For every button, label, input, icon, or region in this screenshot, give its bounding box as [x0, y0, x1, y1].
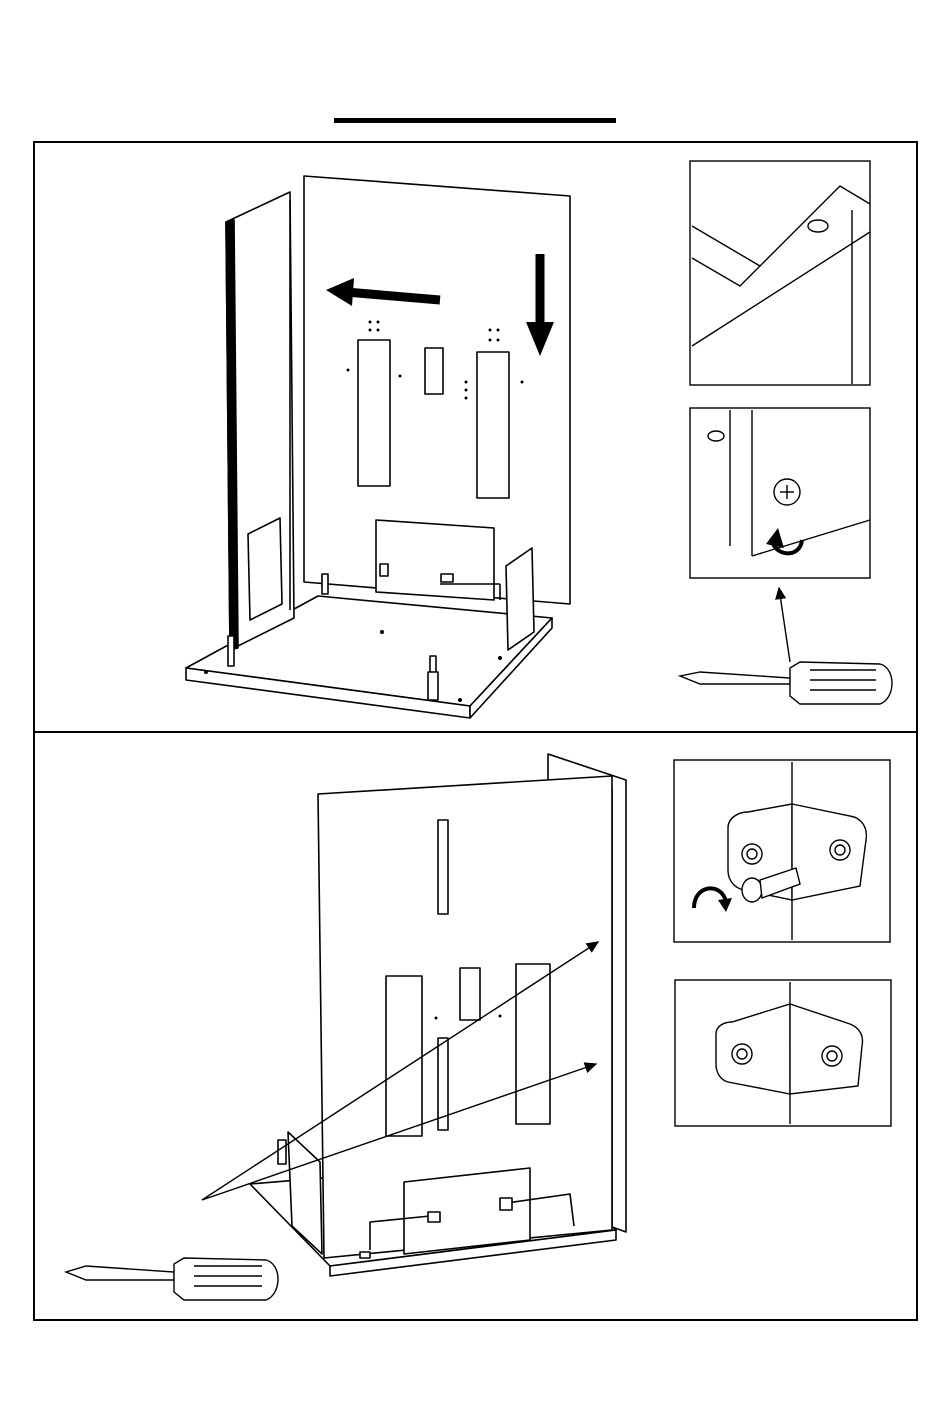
bracket-installed-detail [675, 980, 891, 1126]
screw-detail [690, 408, 870, 578]
screwdriver-icon [66, 1258, 278, 1300]
step-2-assembly [250, 754, 626, 1276]
bracket-screw-detail [674, 760, 890, 942]
step-1-assembly [186, 176, 570, 718]
step-1-pointer [779, 588, 790, 662]
screw-head-icon [774, 479, 800, 505]
groove-detail [690, 161, 870, 385]
cable-cover-plate [376, 520, 500, 600]
screwdriver-icon [680, 662, 892, 704]
